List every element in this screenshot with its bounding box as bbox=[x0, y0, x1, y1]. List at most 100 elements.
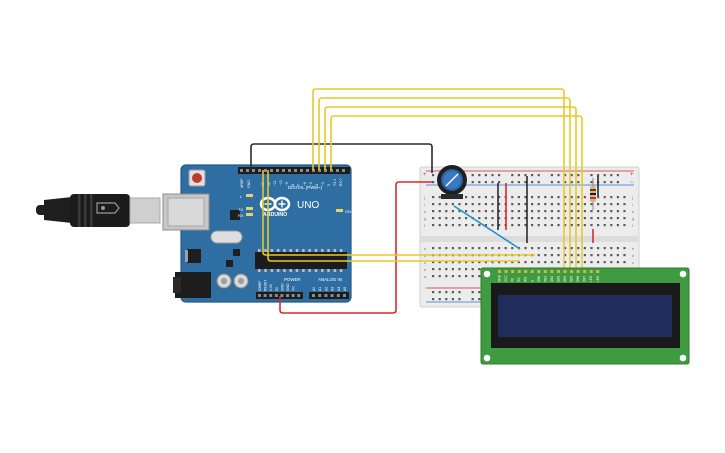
breadboard-hole[interactable] bbox=[544, 261, 547, 264]
breadboard-hole[interactable] bbox=[465, 268, 468, 271]
breadboard-hole[interactable] bbox=[583, 203, 586, 206]
breadboard-hole[interactable] bbox=[616, 181, 619, 184]
header-pin[interactable] bbox=[324, 169, 327, 172]
breadboard-hole[interactable] bbox=[583, 247, 586, 250]
breadboard-hole[interactable] bbox=[432, 217, 435, 220]
breadboard-hole[interactable] bbox=[597, 261, 600, 264]
breadboard-hole[interactable] bbox=[537, 261, 540, 264]
breadboard-hole[interactable] bbox=[478, 217, 481, 220]
lcd-pin[interactable] bbox=[504, 270, 508, 273]
breadboard-hole[interactable] bbox=[517, 210, 520, 213]
breadboard-hole[interactable] bbox=[471, 247, 474, 250]
breadboard-hole[interactable] bbox=[432, 203, 435, 206]
breadboard-hole[interactable] bbox=[623, 210, 626, 213]
breadboard-hole[interactable] bbox=[465, 261, 468, 264]
breadboard-hole[interactable] bbox=[623, 217, 626, 220]
breadboard-hole[interactable] bbox=[465, 203, 468, 206]
breadboard-hole[interactable] bbox=[432, 298, 435, 301]
breadboard-hole[interactable] bbox=[550, 181, 553, 184]
breadboard-hole[interactable] bbox=[603, 181, 606, 184]
breadboard-hole[interactable] bbox=[531, 210, 534, 213]
breadboard-hole[interactable] bbox=[616, 254, 619, 257]
breadboard-hole[interactable] bbox=[550, 203, 553, 206]
analog-pin-header[interactable] bbox=[309, 292, 349, 299]
breadboard-hole[interactable] bbox=[451, 268, 454, 271]
breadboard-hole[interactable] bbox=[445, 268, 448, 271]
breadboard-hole[interactable] bbox=[511, 210, 514, 213]
breadboard-hole[interactable] bbox=[616, 247, 619, 250]
breadboard-hole[interactable] bbox=[491, 196, 494, 199]
breadboard-hole[interactable] bbox=[603, 254, 606, 257]
breadboard-hole[interactable] bbox=[478, 261, 481, 264]
breadboard-hole[interactable] bbox=[577, 181, 580, 184]
breadboard-hole[interactable] bbox=[517, 261, 520, 264]
lcd-pin[interactable] bbox=[511, 270, 515, 273]
breadboard-hole[interactable] bbox=[590, 224, 593, 227]
breadboard-hole[interactable] bbox=[478, 291, 481, 294]
breadboard-hole[interactable] bbox=[557, 174, 560, 177]
breadboard-hole[interactable] bbox=[544, 203, 547, 206]
breadboard-hole[interactable] bbox=[465, 196, 468, 199]
header-pin[interactable] bbox=[312, 294, 315, 297]
breadboard-hole[interactable] bbox=[478, 268, 481, 271]
breadboard-hole[interactable] bbox=[623, 196, 626, 199]
breadboard-hole[interactable] bbox=[438, 268, 441, 271]
breadboard-hole[interactable] bbox=[498, 224, 501, 227]
breadboard-hole[interactable] bbox=[531, 247, 534, 250]
breadboard-hole[interactable] bbox=[517, 196, 520, 199]
breadboard-hole[interactable] bbox=[432, 181, 435, 184]
breadboard-hole[interactable] bbox=[484, 210, 487, 213]
lcd-pin[interactable] bbox=[570, 270, 574, 273]
arduino-uno-board[interactable]: ARDUINO UNO DIGITAL (PWM~) POWER ANALOG … bbox=[162, 164, 352, 303]
header-pin[interactable] bbox=[240, 169, 243, 172]
breadboard-hole[interactable] bbox=[564, 196, 567, 199]
breadboard-hole[interactable] bbox=[498, 247, 501, 250]
breadboard-hole[interactable] bbox=[564, 174, 567, 177]
breadboard-hole[interactable] bbox=[471, 291, 474, 294]
breadboard-hole[interactable] bbox=[517, 217, 520, 220]
breadboard-hole[interactable] bbox=[471, 174, 474, 177]
breadboard-hole[interactable] bbox=[577, 254, 580, 257]
breadboard-hole[interactable] bbox=[491, 174, 494, 177]
breadboard-hole[interactable] bbox=[537, 210, 540, 213]
breadboard-hole[interactable] bbox=[438, 247, 441, 250]
breadboard-hole[interactable] bbox=[577, 247, 580, 250]
breadboard-hole[interactable] bbox=[524, 196, 527, 199]
breadboard-hole[interactable] bbox=[583, 254, 586, 257]
breadboard-hole[interactable] bbox=[610, 247, 613, 250]
breadboard-hole[interactable] bbox=[570, 224, 573, 227]
power-pin-header[interactable] bbox=[256, 292, 303, 299]
breadboard-hole[interactable] bbox=[531, 203, 534, 206]
breadboard-hole[interactable] bbox=[531, 261, 534, 264]
breadboard-hole[interactable] bbox=[445, 261, 448, 264]
breadboard-hole[interactable] bbox=[583, 210, 586, 213]
breadboard-hole[interactable] bbox=[537, 174, 540, 177]
breadboard-hole[interactable] bbox=[517, 174, 520, 177]
breadboard-hole[interactable] bbox=[478, 203, 481, 206]
breadboard-hole[interactable] bbox=[478, 247, 481, 250]
header-pin[interactable] bbox=[306, 169, 309, 172]
header-pin[interactable] bbox=[269, 294, 273, 297]
header-pin[interactable] bbox=[282, 169, 285, 172]
breadboard-hole[interactable] bbox=[597, 224, 600, 227]
breadboard-hole[interactable] bbox=[491, 247, 494, 250]
breadboard-hole[interactable] bbox=[524, 247, 527, 250]
breadboard-hole[interactable] bbox=[432, 291, 435, 294]
breadboard-hole[interactable] bbox=[544, 224, 547, 227]
breadboard-hole[interactable] bbox=[445, 298, 448, 301]
breadboard-hole[interactable] bbox=[564, 210, 567, 213]
breadboard-hole[interactable] bbox=[550, 261, 553, 264]
breadboard-hole[interactable] bbox=[603, 247, 606, 250]
breadboard-hole[interactable] bbox=[570, 203, 573, 206]
breadboard-hole[interactable] bbox=[616, 217, 619, 220]
breadboard-hole[interactable] bbox=[623, 254, 626, 257]
breadboard-hole[interactable] bbox=[603, 261, 606, 264]
breadboard-hole[interactable] bbox=[590, 254, 593, 257]
breadboard-hole[interactable] bbox=[590, 181, 593, 184]
breadboard-hole[interactable] bbox=[458, 275, 461, 278]
breadboard-hole[interactable] bbox=[511, 261, 514, 264]
header-pin[interactable] bbox=[318, 169, 321, 172]
breadboard-hole[interactable] bbox=[524, 210, 527, 213]
breadboard-hole[interactable] bbox=[590, 217, 593, 220]
breadboard-hole[interactable] bbox=[537, 224, 540, 227]
